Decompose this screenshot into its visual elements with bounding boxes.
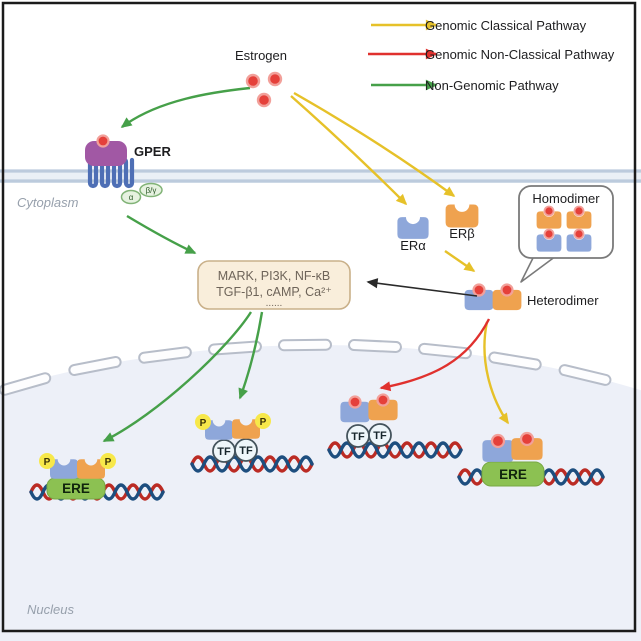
estrogen-group: Estrogen <box>235 48 287 108</box>
gper-head <box>85 141 127 166</box>
estrogen-ligand <box>519 431 535 447</box>
estrogen-ligand <box>472 283 486 297</box>
ere-label: ERE <box>62 481 90 496</box>
dna-tf-right <box>327 441 463 459</box>
estrogen-ligand <box>376 393 390 407</box>
er-beta-monomer: ERβ <box>445 204 479 241</box>
estrogen-ligand <box>543 228 555 240</box>
callout-tail <box>520 255 557 283</box>
g-protein-alpha <box>120 189 142 205</box>
arrow-gper-to-signaling <box>126 214 197 255</box>
estrogen-label: Estrogen <box>235 48 287 63</box>
tf-label: TF <box>373 430 387 442</box>
dimer-ere-right <box>482 431 543 462</box>
signaling-line3: ...... <box>266 298 283 309</box>
dna-tf-left <box>190 455 314 473</box>
legend-label-nongenomic: Non-Genomic Pathway <box>425 78 559 93</box>
tf-circle <box>234 438 258 462</box>
homodimer-callout: Homodimer <box>518 185 614 283</box>
heterodimer-complex: Heterodimer <box>464 283 599 311</box>
estrogen-ligand <box>500 283 514 297</box>
estrogen-ligand <box>543 205 555 217</box>
estrogen-ligand <box>348 395 362 409</box>
ere-right: ERE <box>481 461 545 487</box>
legend: Genomic Classical Pathway Genomic Non-Cl… <box>368 18 615 93</box>
nucleus-body <box>0 345 641 641</box>
er-beta-shape <box>445 204 479 228</box>
arrow-estrogen-to-gper <box>120 86 251 128</box>
phospho-circle <box>39 453 55 469</box>
signaling-box: MARK, PI3K, NF-κB TGF-β1, cAMP, Ca²⁺ ...… <box>197 260 351 310</box>
tf-label: TF <box>217 446 231 458</box>
estrogen-ligand <box>490 433 506 449</box>
g-protein-beta-gamma <box>139 182 163 198</box>
estrogen-molecule <box>256 92 272 108</box>
tf-label: TF <box>351 431 365 443</box>
signaling-box-frame <box>197 260 351 310</box>
arrow-estrogen-to-er-alpha <box>290 95 408 206</box>
heterodimer-label: Heterodimer <box>527 293 599 308</box>
ere-left: ERE <box>46 477 106 500</box>
nucleus-region: Nucleus <box>0 338 641 641</box>
g-alpha-label: α <box>129 193 134 202</box>
phospho-circle <box>100 453 116 469</box>
er-alpha-shape <box>397 217 429 239</box>
phospho-label: P <box>105 457 112 468</box>
tf-label: TF <box>239 445 253 457</box>
arrow-signaling-to-tf <box>238 311 264 400</box>
dimer-tf-left: P P <box>195 413 271 440</box>
phospho-label: P <box>200 418 207 429</box>
g-beta-gamma-label: β/γ <box>146 186 157 195</box>
er-alpha-label: ERα <box>400 238 426 253</box>
estrogen-molecule <box>245 73 261 89</box>
estrogen-ligand <box>96 134 110 148</box>
tf-circle <box>368 423 392 447</box>
arrow-heterodimer-to-signaling <box>366 278 478 297</box>
estrogen-ligand <box>573 228 585 240</box>
signaling-line2: TGF-β1, cAMP, Ca²⁺ <box>216 285 332 299</box>
phospho-circle <box>195 414 211 430</box>
ere-box <box>481 461 545 487</box>
phospho-circle <box>255 413 271 429</box>
pathway-arrows <box>102 86 509 443</box>
nuclear-envelope-dashes <box>0 338 612 396</box>
er-alpha-monomer: ERα <box>397 217 429 253</box>
phospho-label: P <box>44 457 51 468</box>
gper-receptor: GPER α β/γ <box>85 134 171 205</box>
arrow-signaling-to-ere <box>102 311 253 443</box>
ere-label: ERE <box>499 467 527 482</box>
signaling-line1: MARK, PI3K, NF-κB <box>218 269 331 283</box>
estrogen-molecule <box>267 71 283 87</box>
nucleus-label: Nucleus <box>27 602 74 617</box>
arrow-er-to-heterodimer <box>444 250 476 272</box>
figure-border <box>1 1 637 633</box>
arrow-estrogen-to-er-beta <box>293 91 456 197</box>
arrow-heterodimer-to-ere <box>483 321 509 425</box>
legend-label-classical: Genomic Classical Pathway <box>425 18 587 33</box>
dimer-tf-right <box>340 393 398 423</box>
estrogen-ligand <box>573 205 585 217</box>
phospho-label: P <box>260 417 267 428</box>
homodimer-label: Homodimer <box>532 191 600 206</box>
dimer-ere-left: P P <box>39 453 116 479</box>
er-beta-label: ERβ <box>449 226 475 241</box>
cytoplasm-label: Cytoplasm <box>17 195 79 210</box>
gper-label: GPER <box>134 144 171 159</box>
transcription-factors: TF TF TF TF <box>212 423 392 463</box>
legend-label-nonclassical: Genomic Non-Classical Pathway <box>425 47 615 62</box>
arrow-heterodimer-to-tf <box>379 318 491 392</box>
